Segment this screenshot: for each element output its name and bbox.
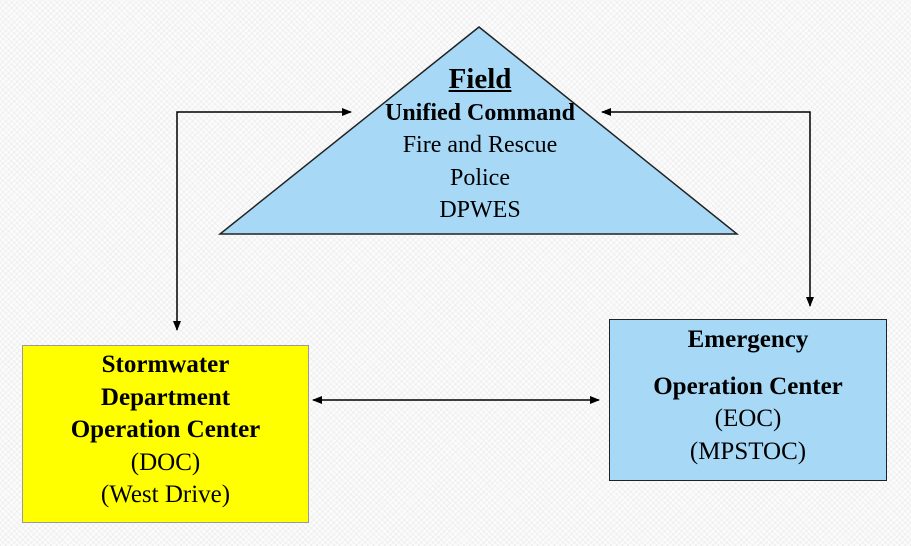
field-node-text: Field Unified Command Fire and Rescue Po…	[300, 62, 660, 226]
doc-line-department: Department	[100, 383, 231, 411]
doc-line-west-drive: (West Drive)	[100, 481, 231, 508]
field-subtitle: Unified Command	[384, 99, 576, 126]
eoc-line-operation-center: Operation Center	[653, 372, 843, 400]
field-line-police: Police	[450, 164, 510, 191]
eoc-line-mpstoc: (MPSTOC)	[689, 437, 807, 465]
eoc-line-emergency: Emergency	[687, 326, 809, 353]
field-title: Field	[448, 63, 512, 95]
doc-node-text: Stormwater Department Operation Center (…	[22, 349, 309, 512]
eoc-node-text: Emergency Operation Center (EOC) (MPSTOC…	[609, 324, 887, 468]
doc-line-stormwater: Stormwater	[101, 351, 230, 378]
eoc-box	[609, 319, 887, 481]
connector-field-eoc	[601, 108, 814, 307]
field-line-fire-rescue: Fire and Rescue	[402, 132, 558, 159]
connector-doc-field	[173, 108, 352, 331]
eoc-line-eoc: (EOC)	[714, 405, 782, 432]
doc-line-doc: (DOC)	[130, 448, 201, 476]
field-line-dpwes: DPWES	[439, 196, 521, 223]
doc-box	[22, 345, 309, 523]
doc-line-operation-center: Operation Center	[70, 416, 261, 443]
